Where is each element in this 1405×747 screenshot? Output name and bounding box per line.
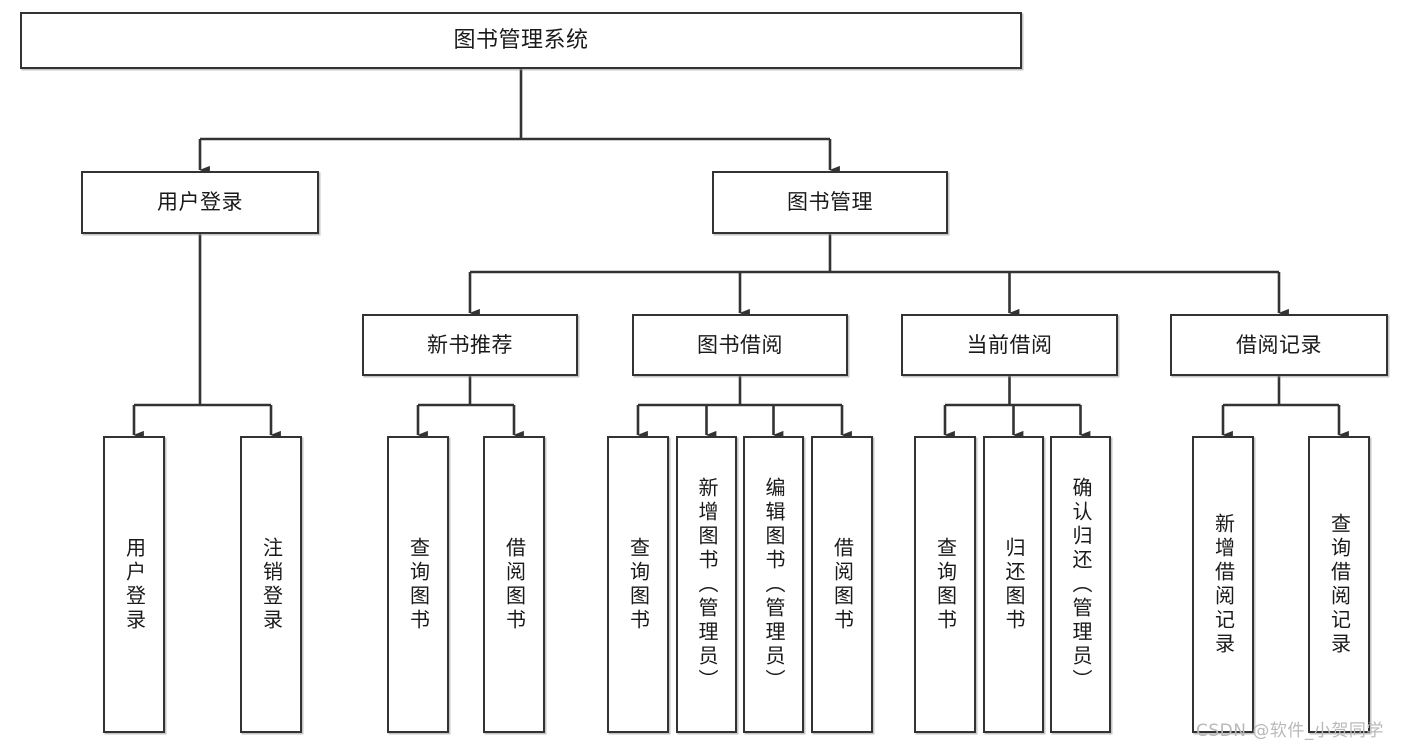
- node-current-borrow[interactable]: 当前借阅: [901, 314, 1118, 376]
- node-root-label: 图书管理系统: [453, 27, 589, 53]
- leaf-user-login-label: 用户登录: [122, 536, 147, 633]
- node-new-book-recommend[interactable]: 新书推荐: [362, 314, 578, 376]
- leaf-current-query-book[interactable]: 查询图书: [914, 436, 976, 733]
- node-user-login-label: 用户登录: [157, 190, 243, 215]
- leaf-current-confirm-return[interactable]: 确认归还（管理员）: [1050, 436, 1111, 733]
- leaf-user-logout-label: 注销登录: [259, 536, 284, 633]
- leaf-borrow-add-book-label: 新增图书（管理员）: [695, 476, 719, 693]
- node-book-borrow[interactable]: 图书借阅: [632, 314, 848, 376]
- leaf-borrow-edit-book-label: 编辑图书（管理员）: [762, 476, 786, 693]
- leaf-borrow-add-book[interactable]: 新增图书（管理员）: [676, 436, 737, 733]
- leaf-borrow-edit-book[interactable]: 编辑图书（管理员）: [743, 436, 804, 733]
- leaf-borrow-borrow-book[interactable]: 借阅图书: [811, 436, 873, 733]
- node-current-borrow-label: 当前借阅: [966, 332, 1053, 357]
- leaf-recommend-borrow-book[interactable]: 借阅图书: [483, 436, 545, 733]
- leaf-current-return-book-label: 归还图书: [1002, 536, 1026, 633]
- leaf-record-query[interactable]: 查询借阅记录: [1308, 436, 1370, 733]
- node-root[interactable]: 图书管理系统: [20, 12, 1022, 69]
- leaf-current-query-book-label: 查询图书: [933, 536, 958, 633]
- node-book-management[interactable]: 图书管理: [712, 171, 948, 234]
- node-borrow-record-label: 借阅记录: [1236, 332, 1322, 357]
- leaf-borrow-borrow-book-label: 借阅图书: [830, 536, 855, 633]
- leaf-current-confirm-return-label: 确认归还（管理员）: [1069, 476, 1093, 693]
- leaf-recommend-query-book-label: 查询图书: [406, 536, 431, 633]
- node-new-book-recommend-label: 新书推荐: [427, 332, 513, 357]
- node-borrow-record[interactable]: 借阅记录: [1170, 314, 1388, 376]
- node-book-management-label: 图书管理: [787, 190, 873, 215]
- leaf-recommend-borrow-book-label: 借阅图书: [502, 536, 527, 633]
- leaf-current-return-book[interactable]: 归还图书: [983, 436, 1044, 733]
- leaf-record-query-label: 查询借阅记录: [1327, 512, 1352, 657]
- leaf-user-login[interactable]: 用户登录: [103, 436, 165, 733]
- leaf-record-add-label: 新增借阅记录: [1211, 512, 1236, 657]
- leaf-record-add[interactable]: 新增借阅记录: [1192, 436, 1254, 733]
- node-user-login[interactable]: 用户登录: [81, 171, 319, 234]
- leaf-borrow-query-book-label: 查询图书: [626, 536, 651, 633]
- leaf-recommend-query-book[interactable]: 查询图书: [387, 436, 449, 733]
- leaf-borrow-query-book[interactable]: 查询图书: [607, 436, 669, 733]
- leaf-user-logout[interactable]: 注销登录: [240, 436, 302, 733]
- node-book-borrow-label: 图书借阅: [697, 332, 783, 357]
